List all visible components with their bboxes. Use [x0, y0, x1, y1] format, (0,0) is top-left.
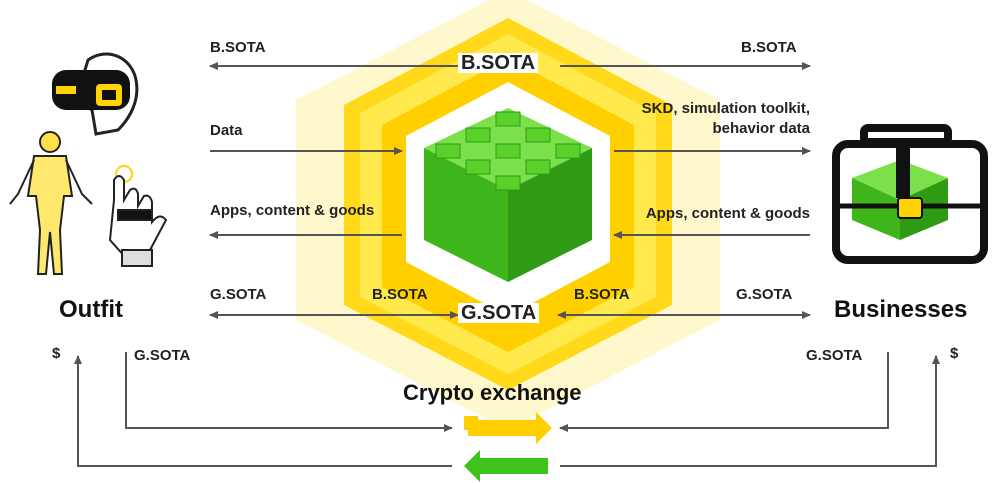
briefcase-money-icon	[832, 124, 988, 264]
bill-stack	[465, 127, 491, 143]
label-data: Data	[210, 122, 243, 139]
connector-dollar-right	[560, 355, 940, 467]
bill-stack	[465, 159, 491, 175]
connector-gsota-right	[559, 352, 889, 432]
bill-stack	[525, 127, 551, 143]
connector-dollar-left	[74, 355, 452, 467]
center-top-token: B.SOTA	[458, 53, 539, 73]
outfit-title: Outfit	[59, 296, 123, 323]
label-bsota-right: B.SOTA	[741, 39, 797, 56]
label-apps-left: Apps, content & goods	[210, 202, 375, 219]
bill-stack	[495, 111, 521, 127]
bill-stack	[555, 143, 581, 159]
label-dollar-right: $	[950, 345, 959, 362]
businesses-title: Businesses	[834, 296, 968, 323]
label-bsota-inner-right: B.SOTA	[574, 286, 630, 303]
bill-stack	[435, 143, 461, 159]
label-gsota-exchange-left: G.SOTA	[134, 347, 191, 364]
exchange-title: Crypto exchange	[403, 380, 582, 405]
label-sdk-line2: behavior data	[712, 120, 810, 137]
label-apps-right: Apps, content & goods	[645, 205, 810, 222]
connector-gsota-left	[125, 352, 453, 432]
vr-headset-icon	[52, 52, 139, 136]
label-bsota-left: B.SOTA	[210, 39, 266, 56]
exchange-arrows-icon	[464, 412, 552, 482]
label-dollar-left: $	[52, 345, 61, 362]
label-gsota-exchange-right: G.SOTA	[806, 347, 863, 364]
label-bsota-inner-left: B.SOTA	[372, 286, 428, 303]
bill-stack	[495, 175, 521, 191]
haptic-glove-icon	[108, 165, 168, 267]
body-suit-icon	[9, 131, 93, 275]
center-bottom-token: G.SOTA	[458, 303, 540, 323]
bill-stack	[525, 159, 551, 175]
label-gsota-right: G.SOTA	[736, 286, 793, 303]
label-sdk-line1: SKD, simulation toolkit,	[641, 100, 810, 117]
label-gsota-left: G.SOTA	[210, 286, 267, 303]
bill-stack	[495, 143, 521, 159]
